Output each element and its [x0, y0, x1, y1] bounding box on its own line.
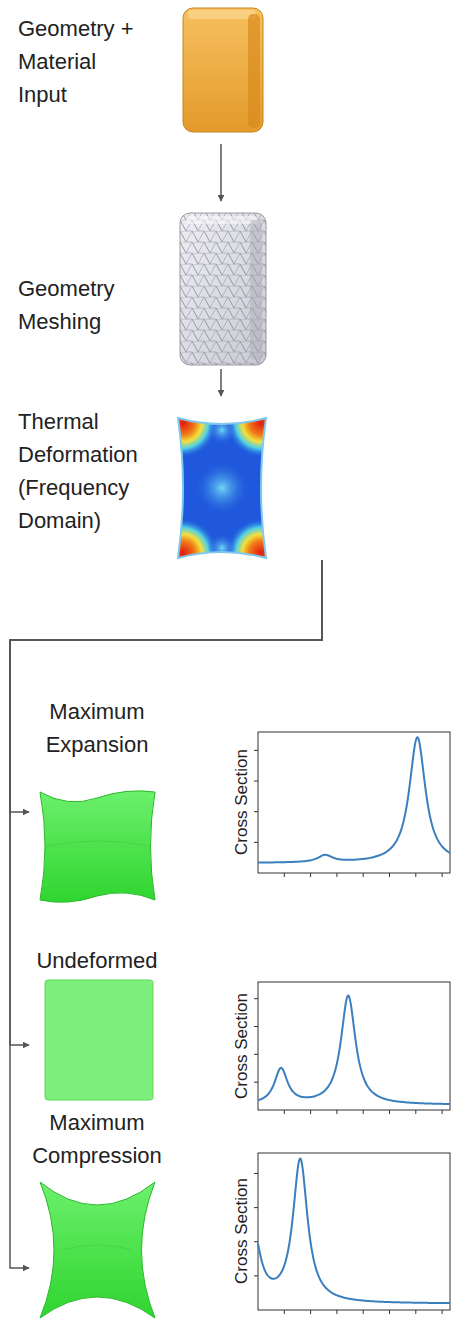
tick	[254, 781, 258, 782]
flow-arrow	[220, 369, 222, 396]
step-label: Geometry Meshing	[18, 272, 148, 338]
tick	[284, 1110, 285, 1114]
chart-frame	[258, 732, 450, 1310]
tick	[415, 873, 416, 877]
tick	[363, 1110, 364, 1114]
tick	[415, 1310, 416, 1314]
axis-label: Cross Section	[232, 993, 252, 1099]
step-label: Geometry + Material Input	[18, 12, 148, 111]
step-label: Maximum Expansion	[30, 695, 164, 761]
expanded-shape	[40, 791, 155, 902]
tick	[336, 1110, 337, 1114]
tick	[336, 1310, 337, 1314]
tick	[284, 873, 285, 877]
solid-cube	[183, 8, 263, 132]
process-step: Thermal Deformation (Frequency Domain)	[10, 400, 330, 560]
spectrum-curves	[258, 737, 450, 1303]
shape-shading	[46, 841, 150, 846]
spectrum-curve	[258, 996, 450, 1104]
process-step: Geometry Meshing	[10, 205, 272, 365]
tick	[363, 873, 364, 877]
tick	[254, 1173, 258, 1174]
flow-arrow	[220, 144, 222, 201]
tick	[363, 1310, 364, 1314]
tick	[254, 811, 258, 812]
flow-arrow	[10, 560, 322, 812]
tick	[310, 1110, 311, 1114]
tick	[254, 750, 258, 751]
axis-label: Cross Section	[232, 749, 252, 855]
tick	[254, 1054, 258, 1055]
tick	[254, 1241, 258, 1242]
tick	[389, 1310, 390, 1314]
step-label: Maximum Compression	[30, 1106, 164, 1172]
tick	[442, 873, 443, 877]
tick	[415, 1110, 416, 1114]
tick	[284, 1310, 285, 1314]
thermal-heatmap	[149, 389, 295, 587]
tick	[389, 1110, 390, 1114]
axis-label: Cross Section	[232, 1178, 252, 1284]
axis-ticks	[254, 750, 442, 1314]
shape-shading	[62, 1245, 133, 1250]
undeformed-shape	[45, 980, 153, 1100]
tick	[254, 998, 258, 999]
tick	[442, 1110, 443, 1114]
flow-arrow	[10, 560, 322, 1268]
step-label: Undeformed	[30, 944, 164, 977]
spectrum-curve	[258, 737, 450, 862]
axis-label-holder: Cross Section	[232, 993, 252, 1099]
process-step: Undeformed	[30, 940, 170, 1104]
process-step: Geometry + Material Input	[10, 0, 272, 140]
compressed-shape	[40, 1182, 155, 1318]
process-step: Maximum Compression	[30, 1106, 170, 1320]
axis-label-holder: Cross Section	[232, 749, 252, 855]
flow-arrow	[10, 560, 322, 1045]
tick	[254, 1275, 258, 1276]
tick	[254, 1026, 258, 1027]
tick	[389, 873, 390, 877]
tick	[310, 873, 311, 877]
axis-label-holder: Cross Section	[232, 1178, 252, 1284]
process-step: Maximum Expansion	[30, 695, 170, 905]
step-label: Thermal Deformation (Frequency Domain)	[18, 405, 153, 537]
tick	[254, 842, 258, 843]
spectrum-curve	[258, 1158, 450, 1303]
meshed-cube	[180, 213, 266, 365]
tick	[254, 1207, 258, 1208]
tick	[310, 1310, 311, 1314]
tick	[336, 873, 337, 877]
tick	[254, 1082, 258, 1083]
tick	[442, 1310, 443, 1314]
